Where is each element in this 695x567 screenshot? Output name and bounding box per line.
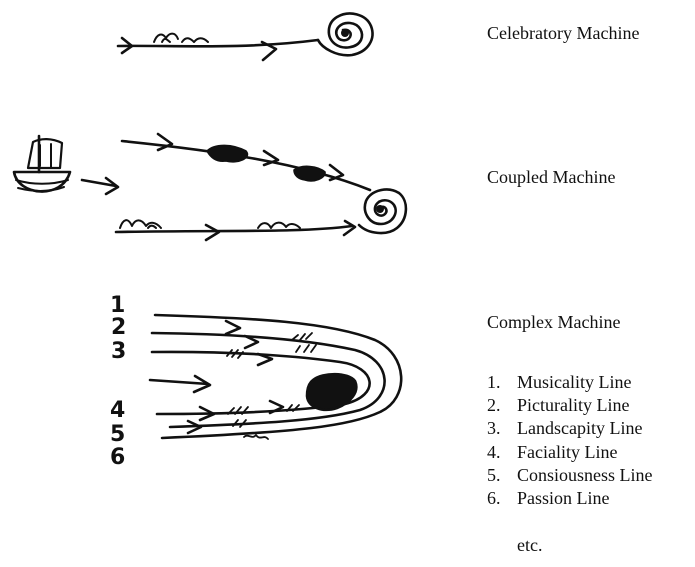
blob [207, 145, 247, 161]
legend-number: 6. [487, 487, 517, 510]
celebratory-machine-sketch [118, 14, 372, 60]
celebratory-machine-label: Celebratory Machine [487, 22, 639, 44]
figure-numbers: 1 2 3 4 5 6 [110, 293, 126, 470]
legend-number: 2. [487, 394, 517, 417]
coupled-machine-label: Coupled Machine [487, 166, 615, 188]
legend-label: Musicality Line [517, 372, 631, 392]
complex-machine-label: Complex Machine [487, 311, 620, 333]
scribble [120, 220, 161, 228]
legend-etc: etc. [517, 534, 542, 556]
spiral-core [341, 29, 349, 37]
scribble [258, 223, 300, 228]
line-4 [150, 380, 208, 384]
legend-label: Consiousness Line [517, 465, 653, 485]
scribble [244, 435, 268, 439]
legend-label: Landscapity Line [517, 418, 642, 438]
scribble [227, 350, 243, 358]
legend-item: 2.Picturality Line [487, 394, 653, 417]
legend-item: 5.Consiousness Line [487, 464, 653, 487]
legend-label: Picturality Line [517, 395, 629, 415]
core-blob [307, 374, 356, 410]
boat-sketch [14, 136, 70, 192]
legend-item: 4.Faciality Line [487, 441, 653, 464]
legend-item: 6.Passion Line [487, 487, 653, 510]
legend-number: 5. [487, 464, 517, 487]
diagram-drawing: 1 2 3 4 5 6 [0, 0, 480, 567]
celebratory-line [118, 40, 318, 46]
legend-item: 1.Musicality Line [487, 371, 653, 394]
line-legend: 1.Musicality Line 2.Picturality Line 3.L… [487, 371, 653, 510]
figure-number: 6 [110, 445, 125, 470]
figure-number: 4 [110, 398, 125, 423]
figure-number: 3 [111, 339, 126, 364]
scribble [154, 34, 208, 42]
coupled-machine-sketch [14, 134, 406, 240]
lower-line [116, 226, 352, 232]
legend-label: Faciality Line [517, 442, 617, 462]
blob [294, 166, 325, 181]
legend-number: 1. [487, 371, 517, 394]
figure-number: 5 [110, 422, 125, 447]
arrowhead [206, 225, 219, 240]
legend-item: 3.Landscapity Line [487, 417, 653, 440]
legend-number: 3. [487, 417, 517, 440]
legend-number: 4. [487, 441, 517, 464]
figure-number: 2 [111, 315, 126, 340]
legend-label: Passion Line [517, 488, 610, 508]
spiral-core [376, 205, 384, 213]
arrowhead [226, 321, 240, 334]
complex-machine-sketch [150, 315, 401, 439]
